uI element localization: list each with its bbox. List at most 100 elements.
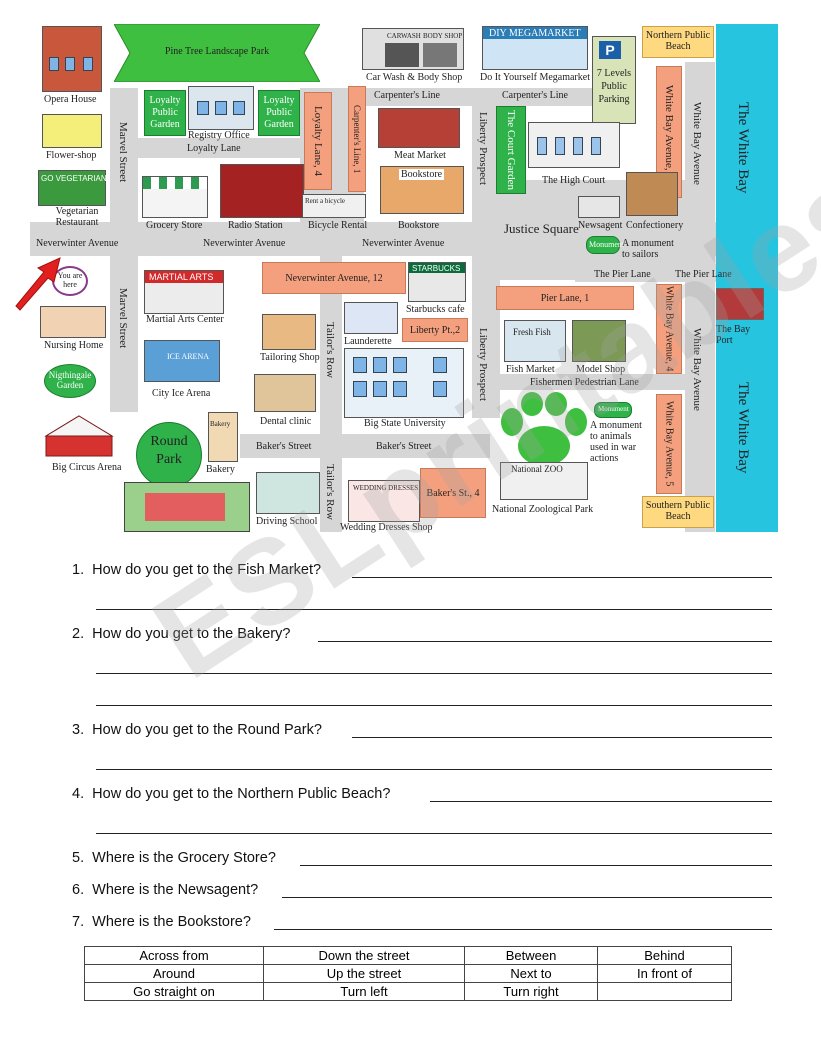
bakery-sign: Bakery bbox=[210, 420, 231, 428]
megamarket-label: Do It Yourself Megamarket bbox=[480, 72, 590, 83]
wedding-sign: WEDDING DRESSES bbox=[353, 484, 419, 492]
zoo-sign: National ZOO bbox=[511, 464, 563, 474]
word-bank-cell: Turn right bbox=[464, 982, 598, 1001]
question-text: Where is the Newsagent? bbox=[92, 882, 259, 898]
tailors-row-road bbox=[320, 256, 342, 532]
word-bank-row: Across from Down the street Between Behi… bbox=[84, 946, 732, 965]
pine-tree-park: Pine Tree Landscape Park bbox=[113, 23, 321, 83]
northern-beach-label: Northern Public Beach bbox=[645, 30, 711, 52]
southern-beach-label: Southern Public Beach bbox=[645, 500, 711, 522]
word-bank-row: Go straight on Turn left Turn right bbox=[84, 982, 732, 1001]
megamarket-sign: DIY MEGAMARKET bbox=[489, 28, 581, 39]
monument-animals-icon: Monument bbox=[594, 402, 632, 418]
meat-market-label: Meat Market bbox=[394, 150, 446, 161]
white-bay-label: The White Bay bbox=[735, 102, 751, 194]
white-bay-5-box: White Bay Avenue, 5 bbox=[656, 394, 682, 494]
answer-line[interactable] bbox=[430, 801, 772, 802]
newsagent-building bbox=[578, 196, 620, 218]
confectionery-label: Confectionery bbox=[626, 220, 684, 231]
word-bank-cell: Behind bbox=[597, 946, 732, 965]
ice-arena-label: City Ice Arena bbox=[152, 388, 211, 399]
pine-tree-park-label: Pine Tree Landscape Park bbox=[164, 46, 270, 57]
loyalty-garden-2-label: Loyalty Public Garden bbox=[263, 95, 295, 130]
parking-icon: P bbox=[599, 41, 621, 59]
vegetarian-building: GO VEGETARIAN bbox=[38, 170, 107, 206]
court-garden-label: The Court Garden bbox=[505, 109, 517, 191]
street-label: Marvel Street bbox=[117, 288, 129, 349]
high-court-building bbox=[528, 122, 620, 168]
word-bank-cell: Turn left bbox=[263, 982, 465, 1001]
loyalty-garden-1-label: Loyalty Public Garden bbox=[149, 95, 181, 130]
liberty-pt-2-label: Liberty Pt.,2 bbox=[409, 324, 461, 336]
confectionery-building bbox=[626, 172, 678, 216]
grocery-store-building bbox=[142, 176, 208, 218]
word-bank-cell: Next to bbox=[464, 964, 598, 983]
street-label: Tailor's Row bbox=[324, 464, 336, 520]
bay-port-building bbox=[716, 288, 764, 320]
high-court-label: The High Court bbox=[542, 175, 606, 186]
street-label: Neverwinter Avenue bbox=[362, 238, 445, 249]
answer-line[interactable] bbox=[318, 641, 772, 642]
bookstore-label: Bookstore bbox=[398, 220, 440, 231]
wedding-dresses-building: WEDDING DRESSES bbox=[348, 480, 420, 522]
loyalty-garden-1: Loyalty Public Garden bbox=[144, 90, 186, 136]
answer-line[interactable] bbox=[352, 737, 772, 738]
answer-line[interactable] bbox=[96, 833, 772, 834]
white-bay-1-label: White Bay Avenue, 1 bbox=[663, 85, 675, 179]
answer-line[interactable] bbox=[96, 673, 772, 674]
nightingale-garden-label: Nigthingale Garden bbox=[48, 370, 92, 390]
monument-sign: Monument bbox=[589, 240, 625, 249]
carpenter-lane-1-label: Carpenter's Line, 1 bbox=[352, 104, 362, 174]
answer-line[interactable] bbox=[352, 577, 772, 578]
town-map: The White Bay The White Bay Marvel Stree… bbox=[15, 22, 780, 534]
fish-sign: Fresh Fish bbox=[513, 327, 551, 337]
tailoring-shop-label: Tailoring Shop bbox=[260, 352, 320, 363]
question-6: 6. Where is the Newsagent? bbox=[72, 882, 259, 898]
answer-line[interactable] bbox=[96, 769, 772, 770]
wedding-dresses-label: Wedding Dresses Shop bbox=[340, 522, 433, 533]
radio-station-building bbox=[220, 164, 304, 218]
street-label: Baker's Street bbox=[256, 441, 312, 452]
question-text: Where is the Grocery Store? bbox=[92, 850, 276, 866]
street-label: The Pier Lane bbox=[594, 269, 651, 280]
parking-label: 7 Levels Public Parking bbox=[596, 68, 632, 105]
word-bank-cell: Around bbox=[84, 964, 264, 983]
answer-line[interactable] bbox=[96, 609, 772, 610]
question-text: How do you get to the Northern Public Be… bbox=[92, 786, 391, 802]
loyalty-lane-4-label: Loyalty Lane, 4 bbox=[312, 106, 324, 176]
university-building bbox=[344, 348, 464, 418]
pier-lane-1-label: Pier Lane, 1 bbox=[540, 292, 590, 304]
word-bank-cell: Up the street bbox=[263, 964, 465, 983]
dental-clinic-label: Dental clinic bbox=[260, 416, 312, 427]
neverwinter-12-box: Neverwinter Avenue, 12 bbox=[262, 262, 406, 294]
paw-print-icon bbox=[494, 392, 594, 474]
street-label: Neverwinter Avenue bbox=[203, 238, 286, 249]
bookstore-building: Bookstore bbox=[380, 166, 464, 214]
bakery-building: Bakery bbox=[208, 412, 238, 462]
answer-line[interactable] bbox=[300, 865, 772, 866]
northern-beach: Northern Public Beach bbox=[642, 26, 714, 58]
driving-school-label: Driving School bbox=[256, 516, 318, 527]
parking-building: P 7 Levels Public Parking bbox=[592, 36, 636, 124]
vegetarian-label: Vegetarian Restaurant bbox=[55, 206, 99, 228]
bay-port-label: The Bay Port bbox=[716, 324, 751, 346]
university-label: Big State University bbox=[364, 418, 446, 429]
question-text: How do you get to the Bakery? bbox=[92, 626, 291, 642]
round-park-label: Round Park bbox=[150, 434, 188, 467]
word-bank-cell: Go straight on bbox=[84, 982, 264, 1001]
white-bay-water bbox=[716, 24, 778, 532]
white-bay-avenue-road bbox=[685, 62, 715, 532]
question-4: 4. How do you get to the Northern Public… bbox=[72, 786, 391, 802]
answer-line[interactable] bbox=[96, 705, 772, 706]
bakers-st-4-label: Baker's St., 4 bbox=[426, 487, 480, 499]
neverwinter-12-label: Neverwinter Avenue, 12 bbox=[285, 272, 383, 284]
court-garden: The Court Garden bbox=[496, 106, 526, 194]
bicycle-rental-building: Rent a bicycle bbox=[302, 194, 366, 218]
starbucks-label: Starbucks cafe bbox=[406, 304, 465, 315]
question-7: 7. Where is the Bookstore? bbox=[72, 914, 251, 930]
loyalty-lane-road bbox=[138, 138, 300, 158]
answer-line[interactable] bbox=[274, 929, 772, 930]
answer-line[interactable] bbox=[282, 897, 772, 898]
justice-square-label: Justice Square bbox=[504, 221, 579, 236]
fish-market-building: Fresh Fish bbox=[504, 320, 566, 362]
